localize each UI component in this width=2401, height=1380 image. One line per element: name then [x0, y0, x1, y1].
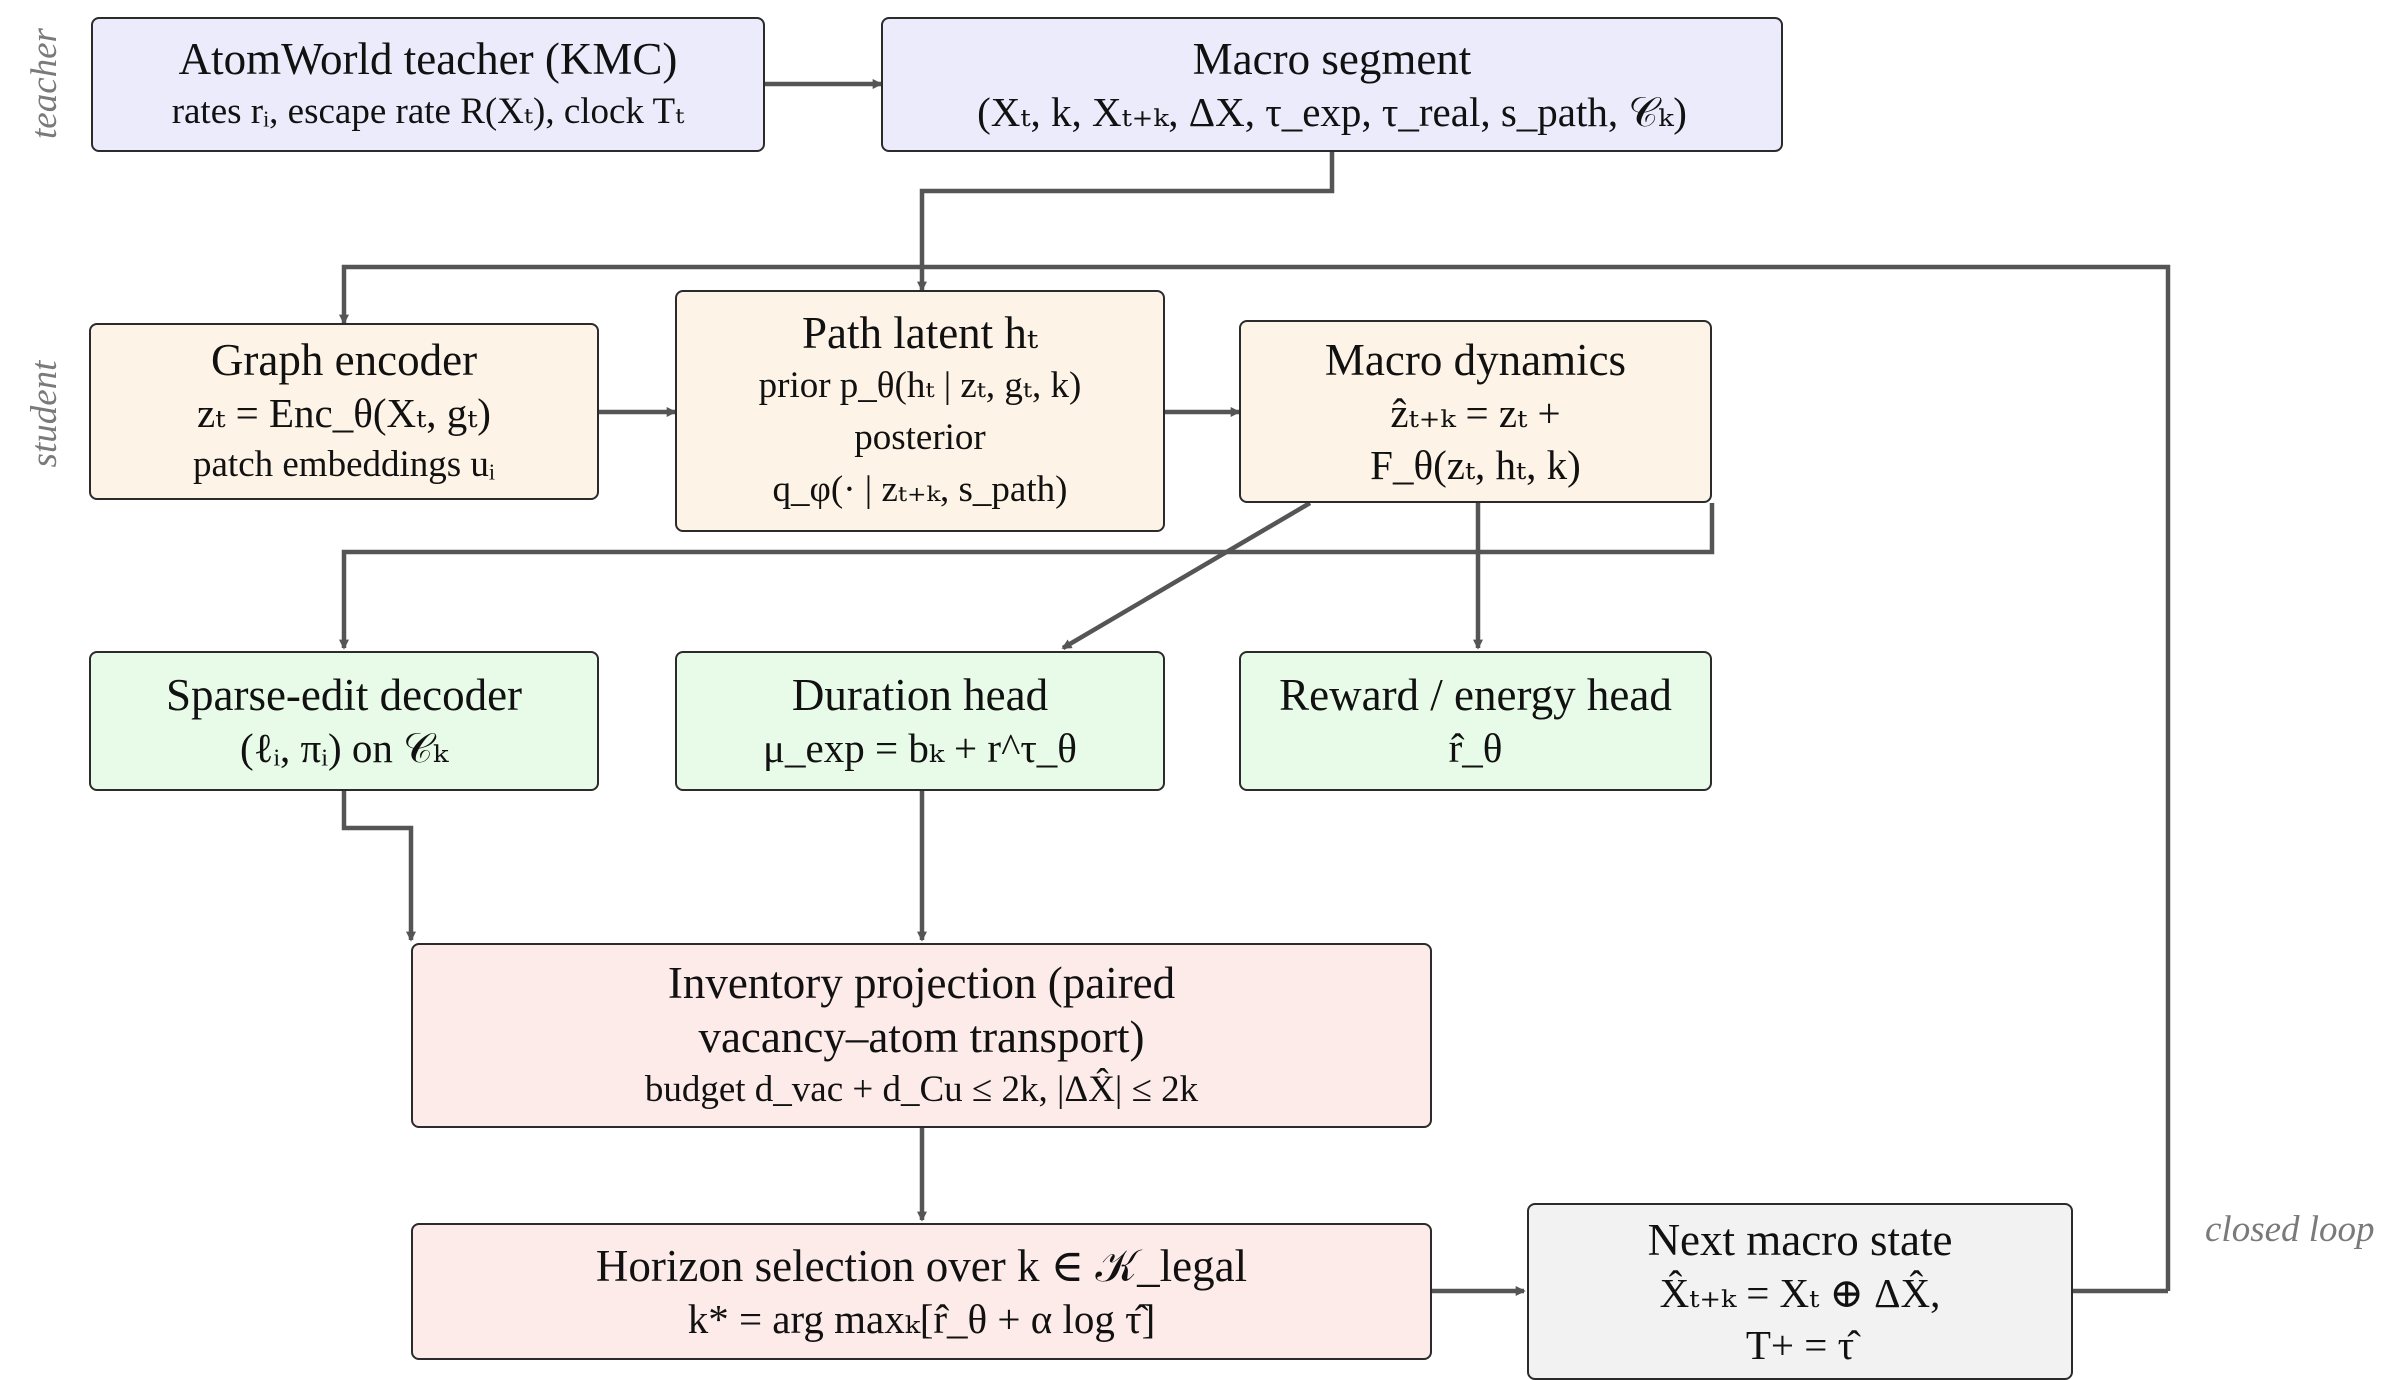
- arrow-macro-segment-to-path-latent: [917, 152, 1335, 292]
- sparse-edit-formula: (ℓᵢ, πᵢ) on 𝒞ₖ: [240, 725, 448, 771]
- macro-segment-title: Macro segment: [1192, 33, 1472, 84]
- reward-head-node: Reward / energy head r̂_θ: [1239, 651, 1712, 791]
- teacher-node: AtomWorld teacher (KMC) rates rᵢ, escape…: [91, 17, 765, 152]
- graph-encoder-node: Graph encoder zₜ = Enc_θ(Xₜ, gₜ) patch e…: [89, 323, 599, 500]
- sparse-edit-title: Sparse-edit decoder: [165, 670, 523, 720]
- macro-segment-node: Macro segment (Xₜ, k, Xₜ₊ₖ, ΔX, τ_exp, τ…: [881, 17, 1783, 152]
- horizon-selection-node: Horizon selection over k ∈ 𝒦_legal k* = …: [411, 1223, 1432, 1360]
- inventory-title-line2: vacancy–atom transport): [698, 1011, 1145, 1062]
- next-state-eq2: T+ = τ̂: [1745, 1321, 1855, 1368]
- next-macro-state-node: Next macro state X̂ₜ₊ₖ = Xₜ ⊕ ΔX̂, T+ = …: [1527, 1203, 2073, 1380]
- macro-segment-tuple: (Xₜ, k, Xₜ₊ₖ, ΔX, τ_exp, τ_real, s_path,…: [977, 88, 1687, 135]
- path-latent-posterior: q_φ(· | zₜ₊ₖ, s_path): [772, 469, 1068, 510]
- reward-head-formula: r̂_θ: [1448, 725, 1503, 771]
- student-label: student: [24, 360, 65, 468]
- arrow-dynamics-to-duration: [1061, 501, 1312, 650]
- path-latent-prior: prior p_θ(hₜ | zₜ, gₜ, k): [758, 365, 1082, 406]
- sparse-edit-decoder-node: Sparse-edit decoder (ℓᵢ, πᵢ) on 𝒞ₖ: [89, 651, 599, 791]
- teacher-title: AtomWorld teacher (KMC): [178, 33, 678, 84]
- graph-encoder-formula: zₜ = Enc_θ(Xₜ, gₜ): [197, 389, 491, 436]
- inventory-title-line1: Inventory projection (paired: [667, 957, 1176, 1008]
- closed-loop-label: closed loop: [2205, 1209, 2375, 1250]
- arrow-sparse-edit-to-inventory: [341, 791, 416, 942]
- horizon-title: Horizon selection over k ∈ 𝒦_legal: [595, 1240, 1248, 1291]
- macro-dynamics-eq1: ẑₜ₊ₖ = zₜ +: [1390, 389, 1561, 436]
- arrow-loop-to-graph-encoder: [339, 264, 2171, 1291]
- path-latent-title: Path latent hₜ: [801, 308, 1039, 358]
- reward-head-title: Reward / energy head: [1279, 670, 1672, 720]
- duration-head-title: Duration head: [791, 670, 1049, 720]
- teacher-label: teacher: [24, 28, 65, 139]
- macro-dynamics-node: Macro dynamics ẑₜ₊ₖ = zₜ + F_θ(zₜ, hₜ, k…: [1239, 320, 1712, 503]
- path-latent-posterior-label: posterior: [854, 417, 986, 458]
- graph-encoder-title: Graph encoder: [210, 334, 478, 385]
- duration-head-formula: μ_exp = bₖ + r^τ_θ: [763, 725, 1077, 771]
- path-latent-node: Path latent hₜ prior p_θ(hₜ | zₜ, gₜ, k)…: [675, 290, 1165, 532]
- teacher-rates: rates rᵢ, escape rate R(Xₜ), clock Tₜ: [171, 90, 685, 132]
- inventory-projection-node: Inventory projection (paired vacancy–ato…: [411, 943, 1432, 1128]
- horizon-formula: k* = arg maxₖ[r̂_θ + α log τ̂]: [687, 1295, 1156, 1342]
- graph-encoder-patch: patch embeddings uᵢ: [193, 443, 495, 485]
- inventory-budget: budget d_vac + d_Cu ≤ 2k, |ΔX̂| ≤ 2k: [644, 1068, 1199, 1110]
- next-state-title: Next macro state: [1647, 1214, 1953, 1265]
- duration-head-node: Duration head μ_exp = bₖ + r^τ_θ: [675, 651, 1165, 791]
- arrow-dynamics-to-sparse-edit: [339, 503, 1715, 650]
- next-state-eq1: X̂ₜ₊ₖ = Xₜ ⊕ ΔX̂,: [1659, 1269, 1941, 1316]
- macro-dynamics-eq2: F_θ(zₜ, hₜ, k): [1370, 441, 1581, 488]
- macro-dynamics-title: Macro dynamics: [1324, 334, 1627, 385]
